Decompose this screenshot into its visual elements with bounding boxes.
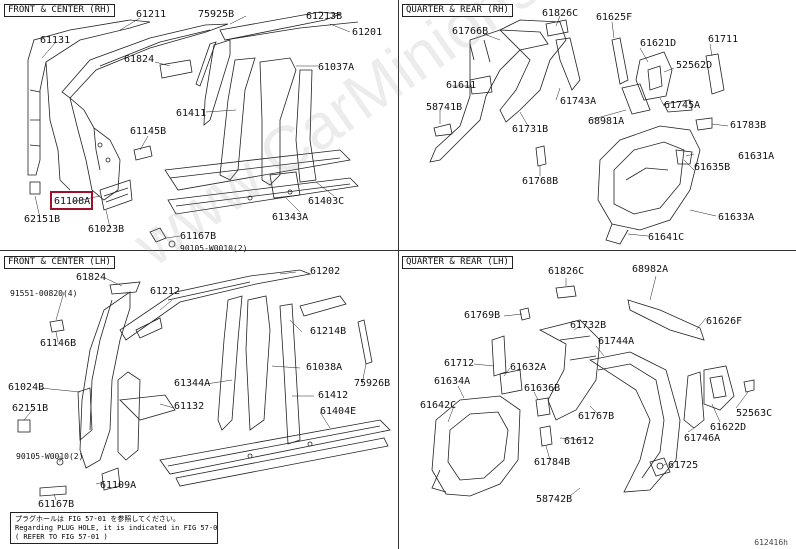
part-label[interactable]: 61403C — [308, 196, 345, 207]
part-label-selected[interactable]: 61108A — [54, 196, 91, 207]
part-label[interactable]: 52562D — [676, 60, 713, 71]
part-label[interactable]: 61211 — [136, 9, 167, 20]
part-label[interactable]: 61632A — [510, 362, 547, 373]
part-label[interactable]: 61768B — [522, 176, 559, 187]
part-label[interactable]: 75925B — [198, 9, 235, 20]
part-label[interactable]: 61642C — [420, 400, 457, 411]
part-label[interactable]: 61625F — [596, 12, 633, 23]
section-title-front-lh: FRONT & CENTER (LH) — [4, 256, 115, 269]
part-label[interactable]: 61202 — [310, 266, 341, 277]
part-label[interactable]: 68982A — [632, 264, 669, 275]
part-label[interactable]: 61784B — [534, 457, 571, 468]
section-title-quarter-rh: QUARTER & REAR (RH) — [402, 4, 513, 17]
part-label[interactable]: 61131 — [40, 35, 71, 46]
part-label[interactable]: 61766B — [452, 26, 489, 37]
part-label[interactable]: 61109A — [100, 480, 137, 491]
part-label[interactable]: 61038A — [306, 362, 343, 373]
part-label[interactable]: 61631A — [738, 151, 775, 162]
part-label[interactable]: 61213B — [306, 11, 343, 22]
part-label[interactable]: 61214B — [310, 326, 347, 337]
part-label[interactable]: 61024B — [8, 382, 45, 393]
part-label[interactable]: 61769B — [464, 310, 501, 321]
part-label[interactable]: 61037A — [318, 62, 355, 73]
part-label[interactable]: 61167B — [180, 231, 217, 242]
part-label[interactable]: 61633A — [718, 212, 755, 223]
note-line-3: ( REFER TO FIG 57-01 ) — [15, 533, 108, 541]
vertical-divider — [398, 0, 399, 549]
part-label[interactable]: 61767B — [578, 411, 615, 422]
section-title-front-rh: FRONT & CENTER (RH) — [4, 4, 115, 17]
part-label[interactable]: 61412 — [318, 390, 349, 401]
part-label[interactable]: 75926B — [354, 378, 391, 389]
part-label[interactable]: 61201 — [352, 27, 383, 38]
part-label[interactable]: 61732B — [570, 320, 607, 331]
front-lh-art — [17, 269, 391, 497]
quarter-lh-art — [431, 285, 755, 497]
part-label[interactable]: 61824 — [124, 54, 155, 65]
horizontal-divider-left — [0, 250, 398, 251]
note-line-1: プラグホールは FIG 57-01 を参照してください。 — [15, 515, 180, 523]
part-label[interactable]: 61725 — [668, 460, 699, 471]
part-label[interactable]: 52563C — [736, 408, 773, 419]
part-label[interactable]: 61611 — [446, 80, 477, 91]
horizontal-divider-right — [398, 250, 796, 251]
part-label[interactable]: 61132 — [174, 401, 205, 412]
part-label[interactable]: 61731B — [512, 124, 549, 135]
part-label[interactable]: 62151B — [12, 403, 49, 414]
part-label[interactable]: 61826C — [548, 266, 585, 277]
part-label[interactable]: 61636B — [524, 383, 561, 394]
part-label[interactable]: 61344A — [174, 378, 211, 389]
figure-number: 612416h — [754, 538, 788, 547]
part-label[interactable]: 90105-W0010(2) — [180, 244, 248, 253]
part-label[interactable]: 61626F — [706, 316, 743, 327]
part-label[interactable]: 61146B — [40, 338, 77, 349]
part-label[interactable]: 58741B — [426, 102, 463, 113]
quarter-rh-art — [429, 19, 725, 245]
part-label[interactable]: 61711 — [708, 34, 739, 45]
part-label[interactable]: 61621D — [640, 38, 677, 49]
part-label[interactable]: 61824 — [76, 272, 107, 283]
part-label[interactable]: 61612 — [564, 436, 595, 447]
part-label[interactable]: 61411 — [176, 108, 207, 119]
part-label[interactable]: 61743A — [560, 96, 597, 107]
part-label[interactable]: 61622D — [710, 422, 747, 433]
reference-note: プラグホールは FIG 57-01 を参照してください。 Regarding P… — [10, 512, 218, 544]
part-label[interactable]: 61712 — [444, 358, 475, 369]
part-label[interactable]: 61826C — [542, 8, 579, 19]
section-title-quarter-lh: QUARTER & REAR (LH) — [402, 256, 513, 269]
part-label[interactable]: 61167B — [38, 499, 75, 510]
part-label[interactable]: 61744A — [598, 336, 635, 347]
part-label[interactable]: 58742B — [536, 494, 573, 505]
part-label[interactable]: 61634A — [434, 376, 471, 387]
part-label[interactable]: 90105-W0010(2) — [16, 452, 84, 461]
part-label[interactable]: 61783B — [730, 120, 767, 131]
note-line-2: Regarding PLUG HOLE, it is indicated in … — [15, 524, 218, 532]
part-label[interactable]: 61641C — [648, 232, 685, 243]
part-label[interactable]: 61023B — [88, 224, 125, 235]
part-label[interactable]: 61404E — [320, 406, 357, 417]
highlighted-part-frame — [50, 191, 93, 210]
part-label[interactable]: 61145B — [130, 126, 167, 137]
part-label[interactable]: 61212 — [150, 286, 181, 297]
part-label[interactable]: 91551-00820(4) — [10, 289, 78, 298]
part-label[interactable]: 61343A — [272, 212, 309, 223]
part-label[interactable]: 61746A — [684, 433, 721, 444]
part-label[interactable]: 62151B — [24, 214, 61, 225]
part-label[interactable]: 61635B — [694, 162, 731, 173]
part-label[interactable]: 61745A — [664, 100, 701, 111]
part-label[interactable]: 68981A — [588, 116, 625, 127]
front-rh-art — [27, 11, 359, 248]
